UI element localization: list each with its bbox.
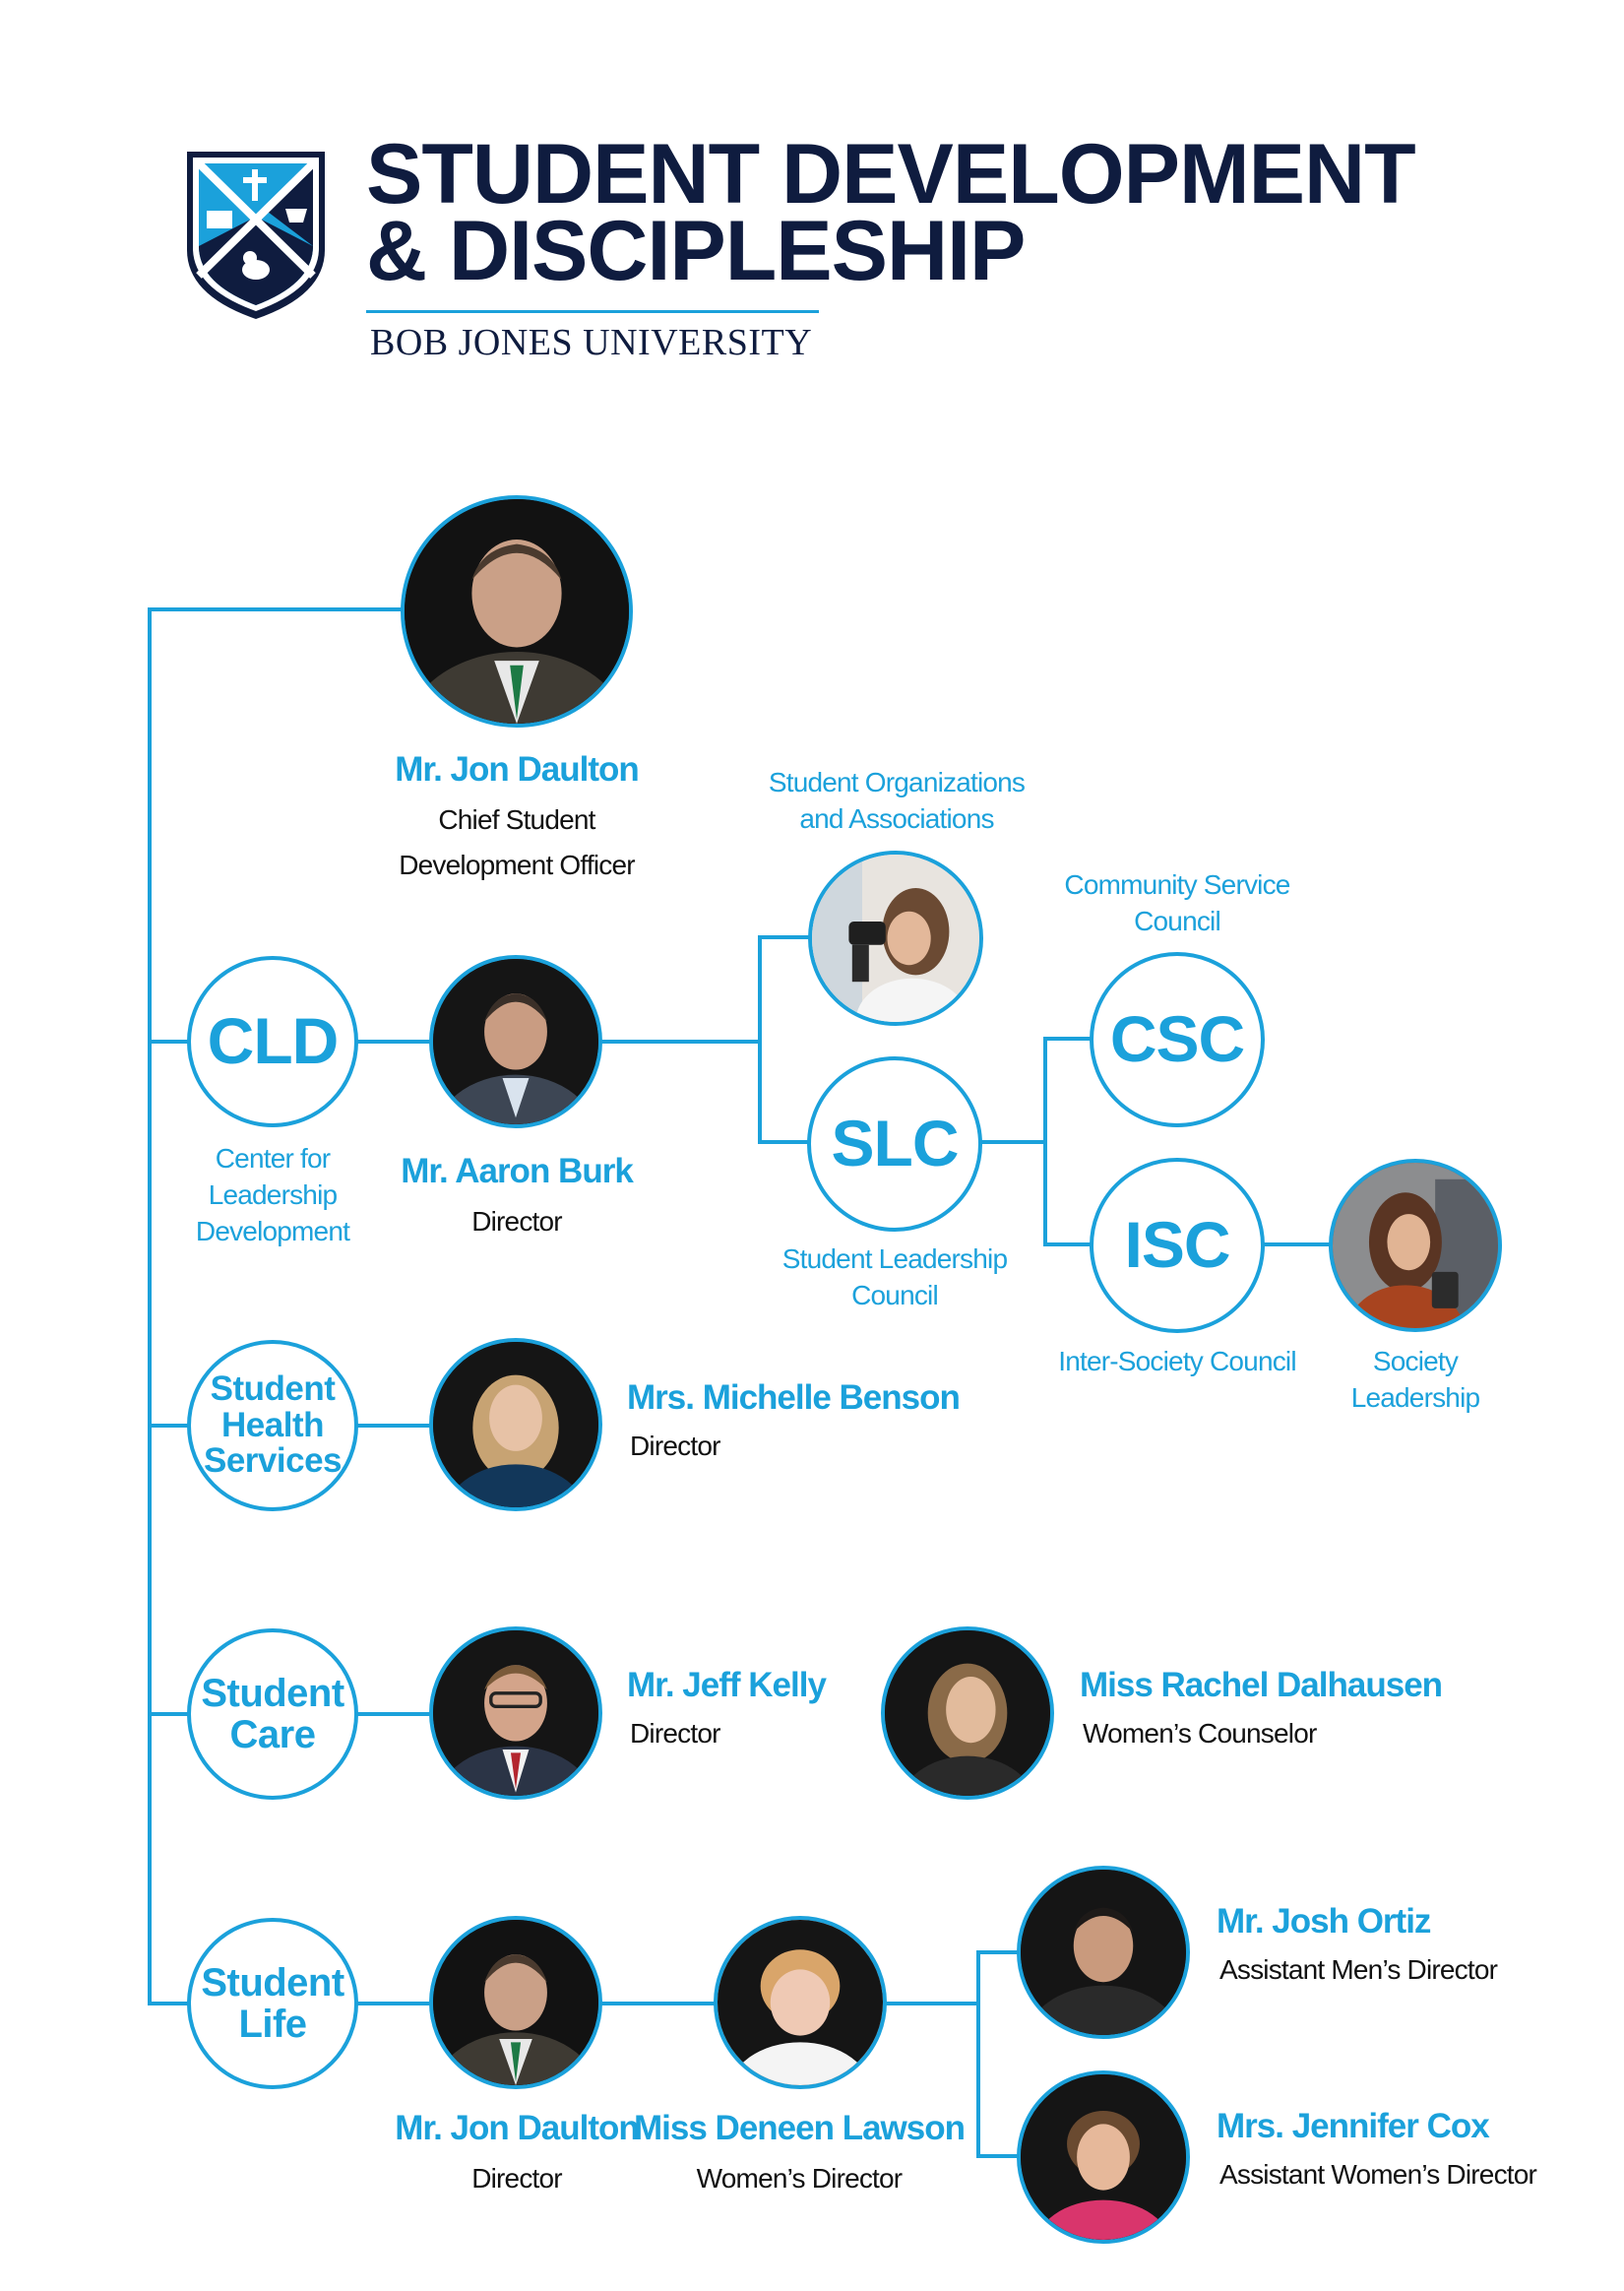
csc-caption-line-2: Council [1134, 906, 1221, 936]
health-line-2: Health [221, 1405, 324, 1444]
society-caption-line-1: Society [1372, 1346, 1459, 1376]
health-line-1: Student [210, 1368, 336, 1408]
student-health-services-node: Student Health Services [187, 1340, 358, 1511]
cld-director-photo [429, 955, 602, 1128]
student-orgs-caption-line-2: and Associations [799, 803, 994, 834]
assistant-mens-director-photo [1017, 1866, 1190, 2039]
health-director-role: Director [630, 1431, 720, 1461]
chief-role-line-1: Chief Student [438, 804, 595, 835]
student-orgs-photo [808, 851, 983, 1026]
title-line-2: & DISCIPLESHIP [366, 204, 1026, 298]
assistant-mens-director-role: Assistant Men’s Director [1219, 1954, 1498, 1985]
student-care-node: Student Care [187, 1628, 358, 1800]
chief-name: Mr. Jon Daulton [395, 750, 639, 789]
care-director-photo [429, 1626, 602, 1800]
chief-officer-photo [401, 495, 633, 728]
cld-director-name: Mr. Aaron Burk [401, 1152, 634, 1190]
health-line-3: Services [203, 1441, 343, 1481]
care-director-role: Director [630, 1718, 720, 1749]
womens-counselor-role: Women’s Counselor [1083, 1718, 1317, 1749]
life-director-photo [429, 1916, 602, 2089]
university-name: BOB JONES UNIVERSITY [370, 322, 813, 363]
student-life-node: Student Life [187, 1918, 358, 2089]
cld-director-role: Director [471, 1206, 562, 1237]
womens-director-role: Women’s Director [696, 2163, 903, 2194]
society-leadership-photo [1329, 1159, 1502, 1332]
womens-director-name: Miss Deneen Lawson [634, 2109, 966, 2147]
womens-counselor-photo [881, 1626, 1054, 1800]
life-line-1: Student [201, 1961, 344, 2005]
health-director-name: Mrs. Michelle Benson [627, 1378, 961, 1417]
csc-caption-line-1: Community Service [1064, 869, 1290, 900]
care-director-name: Mr. Jeff Kelly [627, 1666, 827, 1704]
title-line-1: STUDENT DEVELOPMENT [366, 127, 1416, 222]
isc-caption: Inter-Society Council [1058, 1346, 1296, 1376]
assistant-mens-director-name: Mr. Josh Ortiz [1217, 1902, 1431, 1941]
slc-caption-line-2: Council [851, 1280, 939, 1310]
chief-role-line-2: Development Officer [399, 850, 635, 880]
university-shield-logo [187, 152, 325, 319]
csc-node: CSC [1090, 952, 1265, 1127]
womens-counselor-name: Miss Rachel Dalhausen [1080, 1666, 1443, 1704]
care-line-2: Care [229, 1713, 316, 1756]
slc-node: SLC [807, 1056, 982, 1232]
womens-director-photo [714, 1916, 887, 2089]
assistant-womens-director-role: Assistant Women’s Director [1219, 2159, 1537, 2190]
cld-node: CLD [187, 956, 358, 1127]
health-director-photo [429, 1338, 602, 1511]
society-caption-line-2: Leadership [1350, 1382, 1480, 1413]
care-line-1: Student [201, 1672, 344, 1715]
life-line-2: Life [238, 2003, 307, 2046]
cld-caption-line-3: Development [195, 1216, 350, 1246]
student-orgs-caption-line-1: Student Organizations [768, 767, 1026, 797]
assistant-womens-director-photo [1017, 2070, 1190, 2244]
life-director-name: Mr. Jon Daulton [395, 2109, 639, 2147]
isc-node: ISC [1090, 1158, 1265, 1333]
assistant-womens-director-name: Mrs. Jennifer Cox [1217, 2107, 1490, 2145]
cld-caption-line-2: Leadership [208, 1179, 338, 1210]
cld-caption-line-1: Center for [215, 1143, 331, 1174]
title-divider [366, 310, 819, 313]
slc-caption-line-1: Student Leadership [781, 1243, 1008, 1274]
page-title: STUDENT DEVELOPMENT & DISCIPLESHIP [366, 127, 1416, 298]
life-director-role: Director [471, 2163, 562, 2194]
